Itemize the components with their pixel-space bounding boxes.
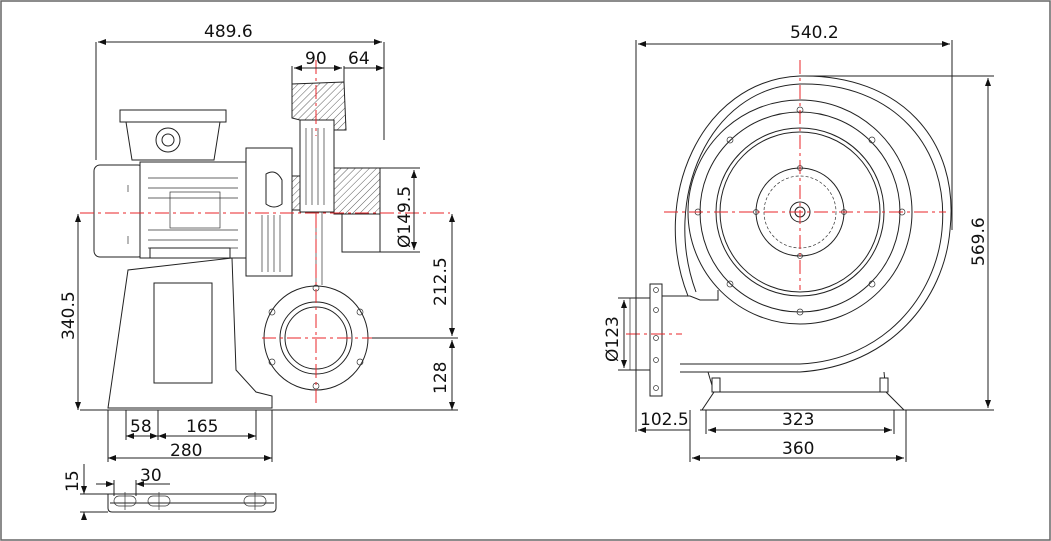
dim-offset-102: 102.5 xyxy=(640,410,689,430)
dim-overall-width: 540.2 xyxy=(790,23,839,43)
dim-foot-165: 165 xyxy=(186,417,218,437)
dim-height-128: 128 xyxy=(431,362,451,394)
front-view-dimensions: 540.2 569.6 Ø123 102.5 323 360 xyxy=(603,23,994,462)
dim-inlet-diameter: Ø123 xyxy=(603,316,623,362)
dim-foot-280: 280 xyxy=(170,441,202,461)
foot-plate-detail: 15 30 xyxy=(63,464,277,520)
dim-height-212: 212.5 xyxy=(431,257,451,306)
dim-flange-90: 90 xyxy=(305,49,327,69)
dim-overall-height: 569.6 xyxy=(969,217,989,266)
dim-base-323: 323 xyxy=(782,410,814,430)
dim-outlet-diameter: Ø149.5 xyxy=(395,186,415,248)
dim-slot-30: 30 xyxy=(140,466,162,486)
dim-flange-64: 64 xyxy=(348,49,370,69)
dim-slot-15: 15 xyxy=(63,470,83,492)
dim-foot-58: 58 xyxy=(130,417,152,437)
side-view xyxy=(80,60,450,411)
front-view xyxy=(626,60,952,411)
dim-base-360: 360 xyxy=(782,439,814,459)
side-view-dimensions: 489.6 90 64 Ø149.5 340.5 212.5 128 58 16… xyxy=(59,22,458,462)
dim-height-340: 340.5 xyxy=(59,291,79,340)
dim-overall-length: 489.6 xyxy=(204,22,253,42)
